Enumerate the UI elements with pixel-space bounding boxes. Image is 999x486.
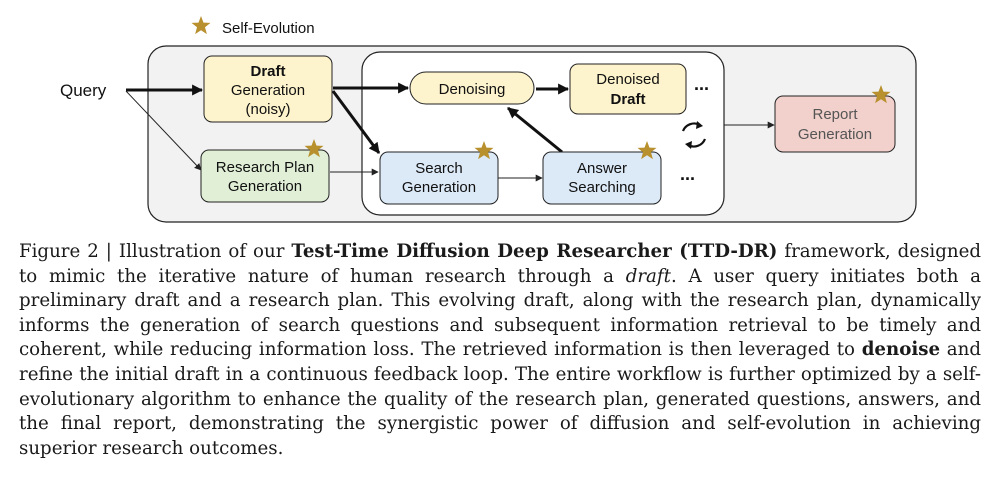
- denoised-draft-line2: Draft: [610, 91, 645, 108]
- legend: Self-Evolution: [191, 16, 315, 37]
- caption-denoise: denoise: [861, 339, 941, 361]
- legend-label: Self-Evolution: [222, 20, 315, 37]
- star-icon: [871, 85, 891, 104]
- figure-caption: Figure 2 | Illustration of our Test-Time…: [19, 240, 981, 461]
- refresh-cycle-icon: [681, 121, 707, 149]
- search-generation-line2: Generation: [402, 179, 476, 196]
- star-icon: [637, 141, 657, 160]
- draft-generation-line1: Draft: [250, 63, 285, 80]
- answer-searching-line1: Answer: [577, 160, 627, 177]
- star-icon: [191, 16, 211, 35]
- research-plan-line1: Research Plan: [216, 159, 314, 176]
- star-icon: [474, 141, 494, 160]
- denoising-label: Denoising: [439, 81, 506, 98]
- query-label: Query: [60, 81, 107, 100]
- caption-lead: Figure 2 | Illustration of our: [19, 241, 292, 262]
- ellipsis-bottom: ...: [680, 164, 695, 184]
- ellipsis-top: ...: [694, 74, 709, 94]
- report-generation-line1: Report: [812, 106, 858, 123]
- report-generation-line2: Generation: [798, 126, 872, 143]
- denoised-draft-node: Denoised Draft: [569, 63, 687, 115]
- answer-searching-line2: Searching: [568, 179, 636, 196]
- star-icon: [304, 139, 324, 158]
- denoising-node: Denoising: [409, 71, 535, 105]
- caption-title: Test-Time Diffusion Deep Researcher (TTD…: [291, 241, 778, 262]
- draft-generation-line3: (noisy): [245, 101, 290, 118]
- denoised-draft-line1: Denoised: [596, 71, 659, 88]
- draft-generation-node: Draft Generation (noisy): [203, 55, 333, 123]
- caption-middle: . A user query initiates both a prelimin…: [19, 265, 981, 361]
- search-generation-line1: Search: [415, 160, 463, 177]
- research-plan-line2: Generation: [228, 178, 302, 195]
- research-plan-node: Research Plan Generation: [200, 139, 330, 203]
- caption-after-title: framework, designed to mimic the iterati…: [19, 241, 981, 287]
- answer-searching-node: Answer Searching: [542, 141, 662, 205]
- arrows: [125, 82, 775, 182]
- caption-draft: draft: [625, 265, 671, 287]
- draft-generation-line2: Generation: [231, 82, 305, 99]
- caption-tail: and refine the initial draft in a contin…: [19, 339, 982, 459]
- search-generation-node: Search Generation: [379, 141, 499, 205]
- framework-diagram: Self-Evolution Query Draft Generation (n…: [60, 16, 917, 223]
- report-generation-node: Report Generation: [774, 85, 896, 153]
